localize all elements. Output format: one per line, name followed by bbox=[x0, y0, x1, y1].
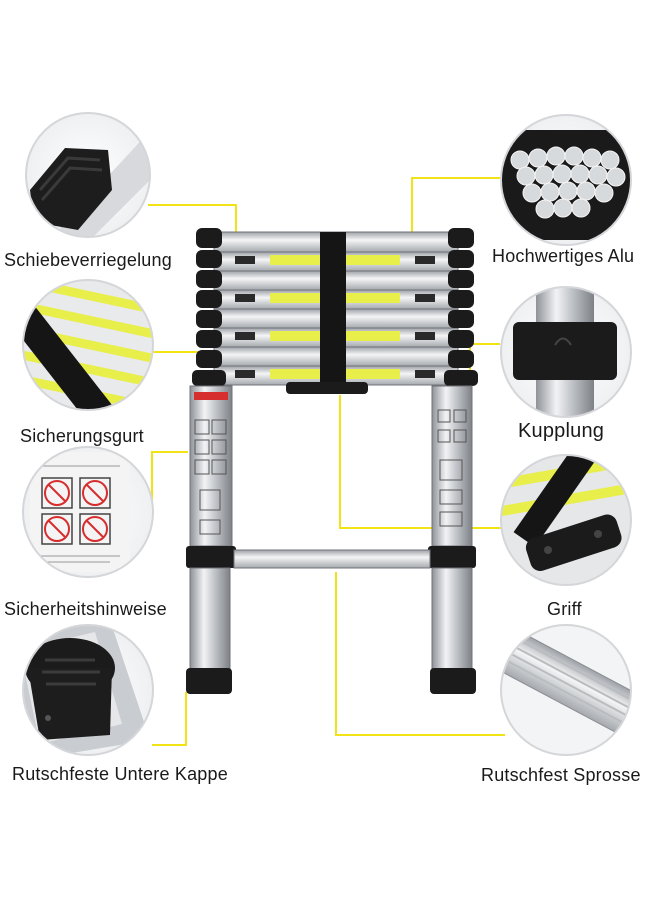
left-safety-pictograms bbox=[194, 419, 227, 535]
left-collar bbox=[186, 546, 236, 568]
telescopic-ladder bbox=[186, 228, 478, 694]
right-end-caps bbox=[444, 228, 478, 386]
callout-line-griff bbox=[339, 395, 505, 529]
label-kupplung: Kupplung bbox=[518, 420, 605, 442]
left-stile bbox=[189, 385, 233, 547]
left-end-caps bbox=[192, 228, 226, 386]
right-lower-leg bbox=[431, 567, 473, 671]
callout-line-sprosse bbox=[335, 572, 505, 736]
label-rutschfest-sprosse: Rutschfest Sprosse bbox=[481, 765, 641, 785]
left-lower-leg bbox=[189, 567, 231, 671]
detail-circle-sicherheitshinweise bbox=[22, 446, 154, 578]
callout-line-kupplung bbox=[469, 343, 500, 372]
callout-line-schiebeverriegelung bbox=[148, 204, 237, 238]
callout-line-hochwertiges-alu bbox=[411, 177, 505, 238]
label-hochwertiges-alu: Hochwertiges Alu bbox=[492, 246, 635, 266]
detail-circle-schiebeverriegelung bbox=[25, 112, 151, 238]
label-rutschfeste-untere-kappe: Rutschfeste Untere Kappe bbox=[12, 764, 228, 784]
right-foot bbox=[430, 668, 476, 694]
bottom-rung bbox=[233, 549, 431, 569]
label-sicherheitshinweise: Sicherheitshinweise bbox=[4, 599, 167, 619]
detail-circle-hochwertiges-alu bbox=[500, 114, 632, 246]
left-foot bbox=[186, 668, 232, 694]
callout-line-untere-kappe bbox=[152, 692, 187, 746]
handle bbox=[286, 382, 368, 394]
label-schiebeverriegelung: Schiebeverriegelung bbox=[4, 250, 172, 270]
detail-circle-griff bbox=[500, 454, 632, 586]
right-stile bbox=[431, 385, 473, 547]
safety-strap bbox=[320, 232, 346, 390]
right-safety-pictograms bbox=[437, 409, 467, 527]
detail-circle-kupplung bbox=[500, 286, 632, 418]
callout-line-sicherheitshinweise bbox=[151, 451, 188, 522]
label-griff: Griff bbox=[547, 599, 582, 619]
right-collar bbox=[428, 546, 476, 568]
detail-circle-untere-kappe bbox=[22, 624, 154, 756]
detail-circle-sicherungsgurt bbox=[22, 279, 154, 411]
detail-circle-rutschfest-sprosse bbox=[500, 624, 632, 756]
label-sicherungsgurt: Sicherungsgurt bbox=[20, 426, 144, 446]
